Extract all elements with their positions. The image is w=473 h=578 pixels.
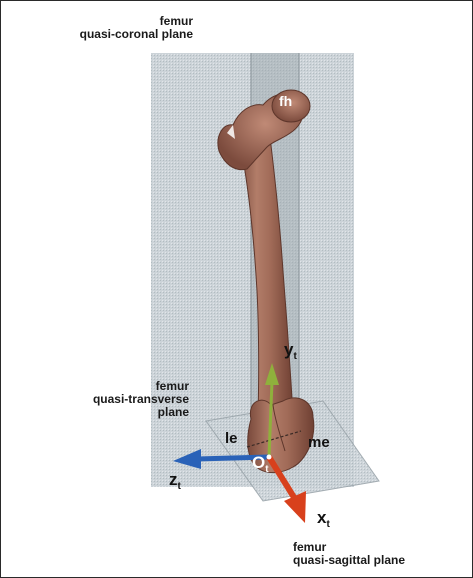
origin-label: Ot bbox=[252, 454, 269, 474]
x-axis-label: xt bbox=[317, 509, 330, 529]
medial-epicondyle-label: me bbox=[308, 434, 330, 451]
origin-label-base: O bbox=[252, 453, 265, 472]
sagittal-plane-label: femur quasi-sagittal plane bbox=[293, 541, 405, 567]
y-axis-label: yt bbox=[284, 341, 297, 361]
coronal-plane-label: femur quasi-coronal plane bbox=[80, 15, 193, 41]
transverse-plane-label-line3: plane bbox=[93, 406, 189, 419]
z-axis-label-base: z bbox=[169, 470, 178, 489]
sagittal-plane-label-line2: quasi-sagittal plane bbox=[293, 554, 405, 567]
coronal-plane-label-line2: quasi-coronal plane bbox=[80, 28, 193, 41]
z-axis-label-sub: t bbox=[178, 481, 181, 492]
y-axis-label-sub: t bbox=[293, 351, 296, 362]
transverse-plane-label: femur quasi-transverse plane bbox=[93, 380, 189, 419]
lateral-epicondyle-label: le bbox=[225, 430, 238, 447]
z-axis-label: zt bbox=[169, 471, 181, 491]
femoral-head-label: fh bbox=[279, 93, 292, 110]
x-axis-label-sub: t bbox=[326, 519, 329, 530]
origin-label-sub: t bbox=[265, 464, 268, 475]
